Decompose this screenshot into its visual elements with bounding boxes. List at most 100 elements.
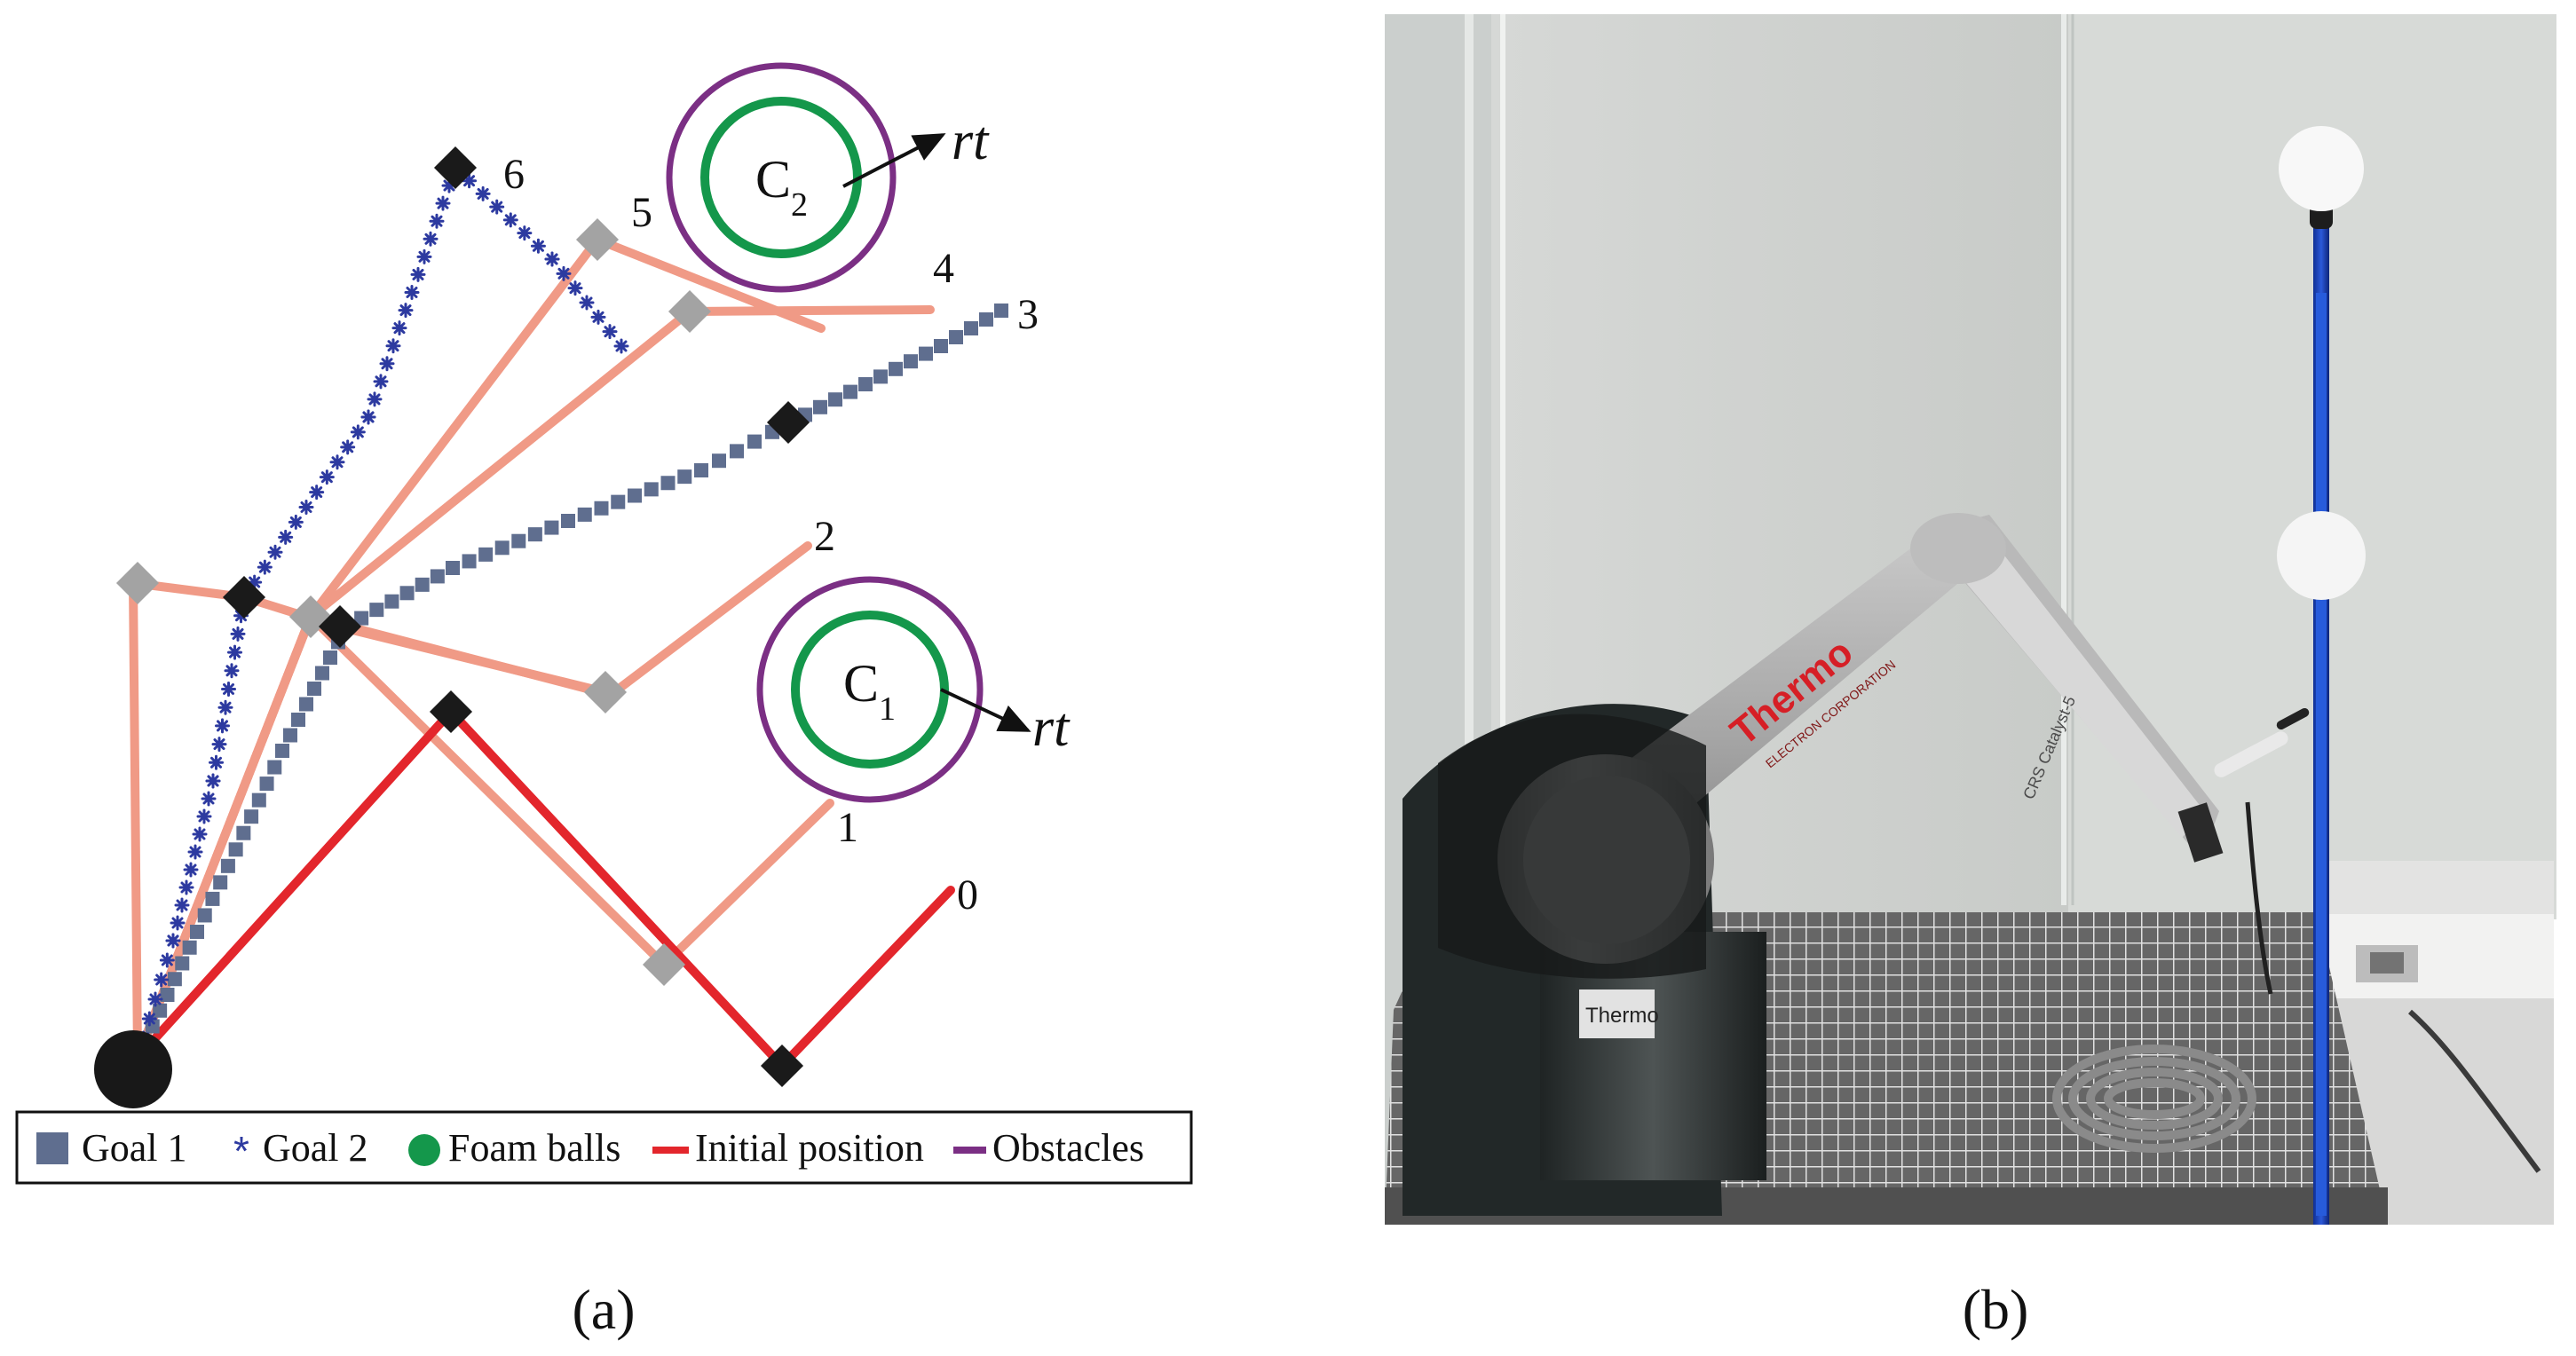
goal-1-square xyxy=(213,875,228,890)
goal-2-star xyxy=(410,266,426,282)
goal-2-star xyxy=(319,469,335,485)
obstacle-c2: C2 rt xyxy=(666,62,990,293)
goal-2-star xyxy=(530,238,546,254)
goal-1-square xyxy=(236,825,251,840)
goal-1-square xyxy=(813,399,827,414)
goal-2-star xyxy=(590,309,606,325)
goal-1-square xyxy=(889,361,903,376)
goal-2-star xyxy=(567,280,583,296)
panel-b: Thermo Thermo ELECTRON CORPORATION CRS C… xyxy=(1385,14,2556,1341)
joint-marker-4 xyxy=(318,604,362,649)
goal-2-star xyxy=(423,231,439,247)
goal-2-star xyxy=(141,1011,157,1027)
goal-2-star xyxy=(170,915,186,931)
goal-2-star xyxy=(404,285,420,300)
goal-1-square xyxy=(384,594,399,609)
obstacle-c1-radius-label: rt xyxy=(1032,698,1071,758)
goal-1-square xyxy=(949,330,963,344)
goal-2-star xyxy=(462,173,478,189)
goal-2-star xyxy=(398,303,414,319)
goal-2-star xyxy=(329,454,345,470)
goal-2-star xyxy=(373,374,389,390)
goal-2-star xyxy=(217,699,233,715)
legend-foam-balls-label: Foam balls xyxy=(448,1126,620,1170)
blue-pole xyxy=(2277,126,2366,1225)
goal-2-star xyxy=(602,324,618,340)
goal-2-star xyxy=(340,439,356,455)
goal-1-square xyxy=(267,760,282,775)
point-label-5: 5 xyxy=(631,189,652,236)
goal-2-star xyxy=(475,185,491,201)
base-brand-label: Thermo xyxy=(1585,1004,1659,1028)
goal-2-star xyxy=(192,826,208,842)
goal-2-star xyxy=(360,409,376,425)
goal-2-star xyxy=(230,626,246,642)
goal-1-square xyxy=(291,713,305,727)
goal-1-square xyxy=(843,384,857,399)
goal-2-star xyxy=(613,338,629,354)
goal-1-square xyxy=(561,514,575,528)
goal-2-star xyxy=(257,559,273,575)
goal-2-star xyxy=(159,952,175,968)
goal-2-star xyxy=(517,225,533,241)
goal-1-square xyxy=(307,682,321,696)
goal-2-star xyxy=(267,544,283,560)
goal-2-star xyxy=(288,514,304,530)
obstacle-c1: C1 rt xyxy=(756,576,1071,803)
goal-1-square xyxy=(828,392,842,407)
goal-1-square xyxy=(919,346,933,361)
legend-initial-position-label: Initial position xyxy=(695,1126,924,1170)
goal-1-square xyxy=(275,744,289,758)
joint-marker-10 xyxy=(668,289,712,334)
goal-2-star xyxy=(178,879,194,895)
goal-1-square xyxy=(197,908,212,923)
goal-2-star xyxy=(298,500,314,515)
goal-1-square xyxy=(228,842,243,857)
goal-1-square xyxy=(577,507,592,522)
goal-1-square xyxy=(175,956,190,971)
point-label-6: 6 xyxy=(503,151,525,198)
goal-1-square xyxy=(594,501,609,516)
panel-b-label: (b) xyxy=(1963,1278,2029,1341)
goal-1-square xyxy=(994,304,1008,318)
goal-1-square xyxy=(873,369,888,384)
joint-marker-11 xyxy=(433,146,478,190)
goal-1-square xyxy=(160,988,175,1002)
legend-frame xyxy=(15,1110,1193,1185)
goal-1-square xyxy=(527,527,542,542)
legend-goal-2-symbol: * xyxy=(233,1128,249,1174)
goal-2-star xyxy=(309,485,325,501)
point-label-4: 4 xyxy=(933,245,954,292)
goal-2-star xyxy=(544,251,560,267)
goal-1-square xyxy=(220,858,235,873)
obstacle-c2-label: C2 xyxy=(755,150,808,224)
goal-1-square xyxy=(446,561,460,575)
point-label-3: 3 xyxy=(1017,291,1039,338)
base-circle xyxy=(94,1030,172,1108)
initial-position-path xyxy=(133,705,955,1073)
joint-marker-2 xyxy=(222,575,266,619)
goal-1-square xyxy=(611,494,626,509)
goal-1-square xyxy=(694,463,708,477)
goal-1-square xyxy=(399,586,415,601)
goal-1-square xyxy=(712,453,726,469)
legend-obstacles-label: Obstacles xyxy=(992,1126,1144,1170)
joint-marker-5 xyxy=(583,670,628,714)
goal-1-square xyxy=(628,488,642,503)
goal-1-square xyxy=(205,891,220,906)
joint-marker-1 xyxy=(115,561,160,605)
goal-1-square xyxy=(747,434,762,449)
goal-2-star xyxy=(367,391,383,407)
goal-1-square xyxy=(544,520,559,535)
panel-a-background xyxy=(0,0,1287,1234)
goal-1-square xyxy=(430,569,445,584)
legend-goal-1-label: Goal 1 xyxy=(82,1126,187,1170)
goal-1-square xyxy=(934,339,948,353)
goal-1-square xyxy=(244,809,259,824)
goal-1-square xyxy=(494,540,510,556)
point-label-0: 0 xyxy=(957,871,978,918)
goal-1-square xyxy=(299,697,313,712)
legend-foam-balls-symbol xyxy=(408,1134,440,1166)
goal-2-star xyxy=(187,844,203,860)
